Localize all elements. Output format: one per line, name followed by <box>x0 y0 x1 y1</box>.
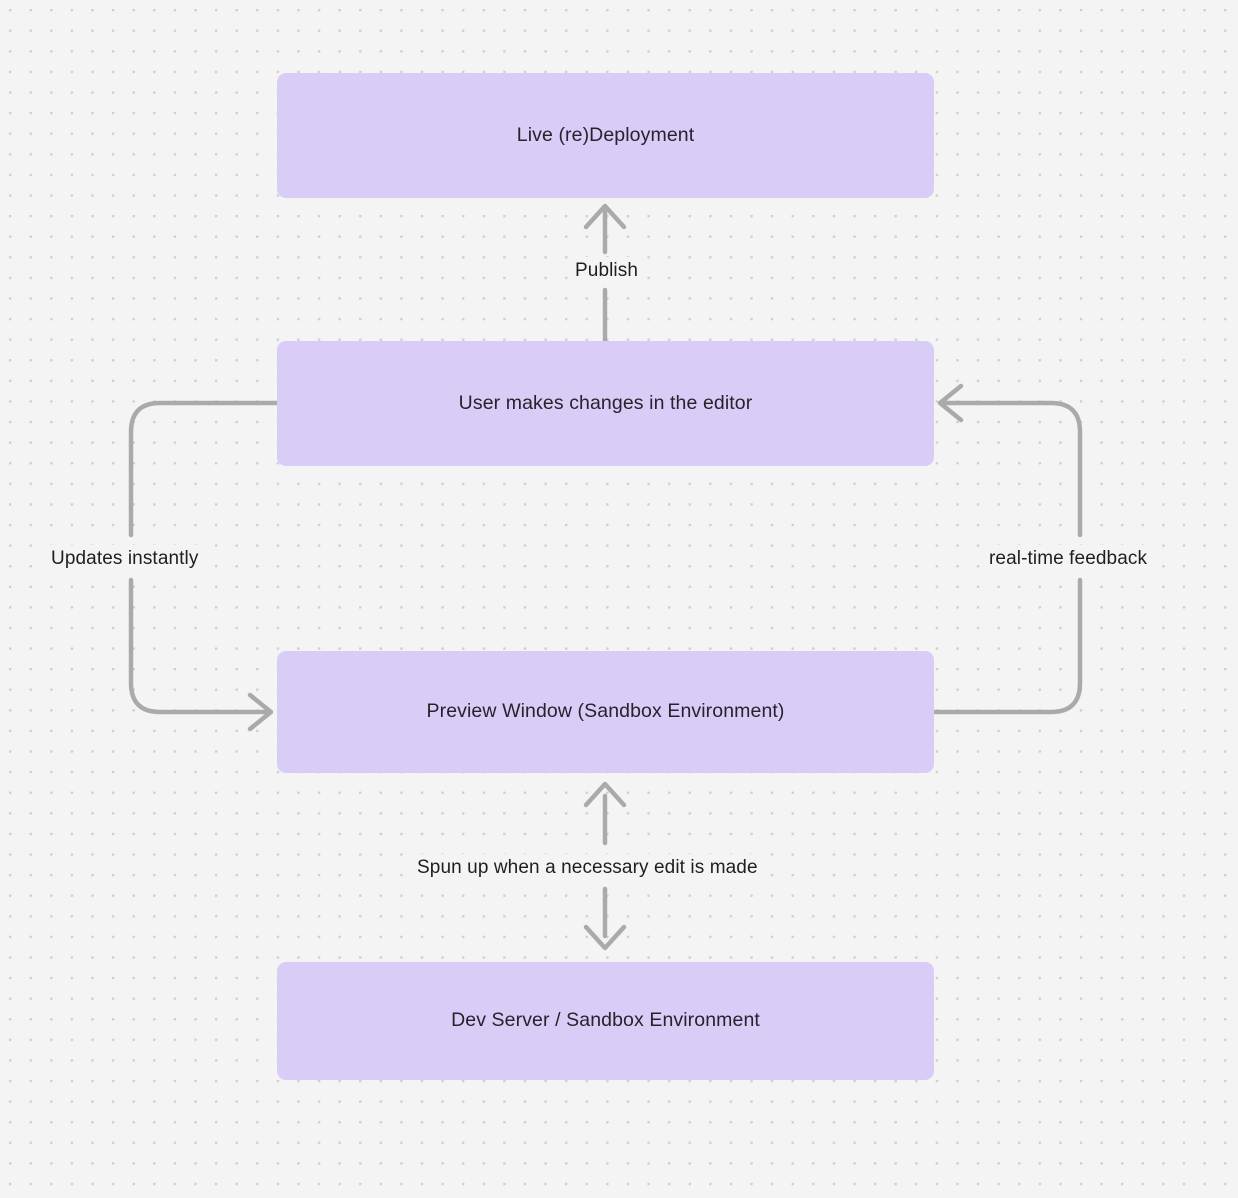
node-preview-window[interactable]: Preview Window (Sandbox Environment) <box>277 651 934 773</box>
edge-label-real-time-feedback: real-time feedback <box>982 545 1155 573</box>
edge-label-publish: Publish <box>568 257 646 285</box>
node-label: Live (re)Deployment <box>516 123 695 146</box>
node-live-redeployment[interactable]: Live (re)Deployment <box>277 73 934 198</box>
node-user-makes-changes[interactable]: User makes changes in the editor <box>277 341 934 466</box>
node-label: Preview Window (Sandbox Environment) <box>426 700 785 723</box>
node-label: Dev Server / Sandbox Environment <box>451 1009 760 1032</box>
edge-label-spun-up: Spun up when a necessary edit is made <box>410 854 765 882</box>
node-label: User makes changes in the editor <box>458 391 753 414</box>
node-dev-server[interactable]: Dev Server / Sandbox Environment <box>277 962 934 1080</box>
edge-label-updates-instantly: Updates instantly <box>44 545 206 573</box>
